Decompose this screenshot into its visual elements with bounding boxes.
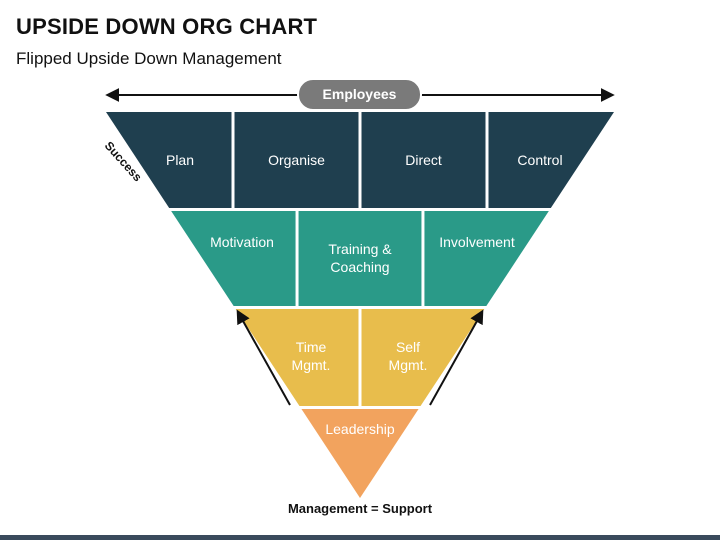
tier-self-label: Self xyxy=(396,339,420,355)
tier-goals-label: Control xyxy=(517,152,562,168)
tier-team-segment xyxy=(171,211,296,306)
tier-self-label: Mgmt. xyxy=(389,357,428,373)
tier-goals-segment xyxy=(106,112,232,208)
tier-team-label: Involvement xyxy=(439,234,515,250)
employees-label: Employees xyxy=(323,86,397,102)
tier-goals-label: Organise xyxy=(268,152,325,168)
tier-lead-segment xyxy=(301,409,419,498)
tier-goals-segment xyxy=(361,112,486,208)
tier-goals-label: Plan xyxy=(166,152,194,168)
left-up-arrow xyxy=(236,309,291,406)
tier-goals-segment xyxy=(234,112,359,208)
tier-team-label: Coaching xyxy=(330,259,389,275)
tier-goals-label: Direct xyxy=(405,152,442,168)
tier-lead-label: Leadership xyxy=(325,421,394,437)
tier-goals-segment xyxy=(488,112,614,208)
tier-self-segment xyxy=(361,309,485,406)
tier-self-label: Mgmt. xyxy=(292,357,331,373)
footer-bar xyxy=(0,535,720,540)
tier-self-segment xyxy=(235,309,359,406)
page-title: UPSIDE DOWN ORG CHART xyxy=(16,14,318,39)
tier-team-label: Training & xyxy=(328,241,392,257)
right-up-arrow xyxy=(429,309,484,406)
employees-pill: Employees xyxy=(297,78,422,111)
bottom-label: Management = Support xyxy=(288,501,433,516)
tier-team-label: Motivation xyxy=(210,234,274,250)
tier-team-segment xyxy=(424,211,549,306)
tier-team-segment xyxy=(298,211,422,306)
tier-self-label: Time xyxy=(296,339,327,355)
page-subtitle: Flipped Upside Down Management xyxy=(16,49,282,68)
